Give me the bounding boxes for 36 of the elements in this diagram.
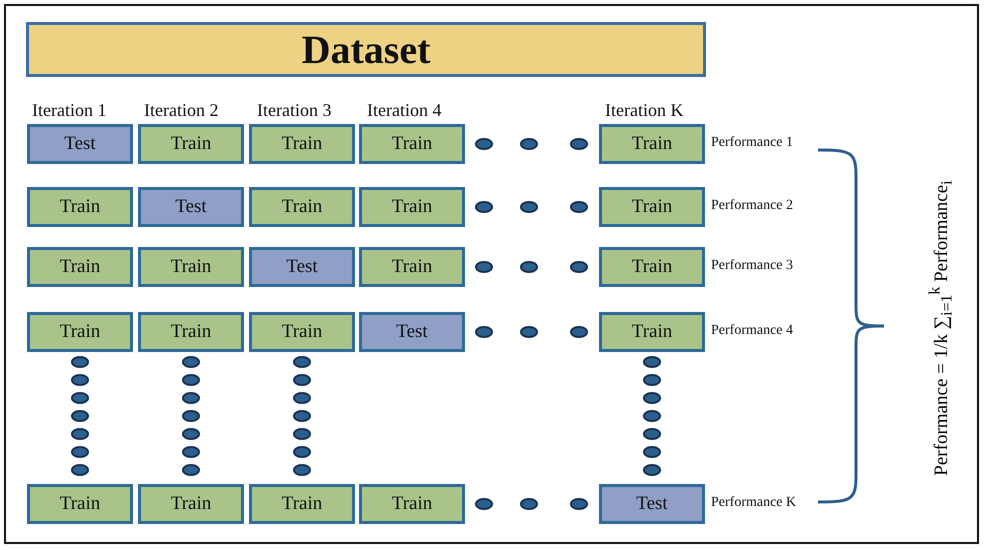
test-fold-box: Test bbox=[27, 124, 133, 164]
test-fold-box: Test bbox=[359, 312, 465, 352]
train-fold-box: Train bbox=[599, 247, 705, 287]
train-fold-box: Train bbox=[599, 124, 705, 164]
train-fold-box: Train bbox=[138, 124, 244, 164]
train-fold-box: Train bbox=[359, 187, 465, 227]
test-fold-box: Test bbox=[599, 484, 705, 524]
train-fold-box: Train bbox=[27, 484, 133, 524]
iteration-heading: Iteration 3 bbox=[257, 100, 332, 121]
test-fold-box: Test bbox=[138, 187, 244, 227]
performance-label: Performance 3 bbox=[711, 258, 794, 274]
iteration-heading: Iteration 4 bbox=[367, 100, 442, 121]
train-fold-box: Train bbox=[138, 312, 244, 352]
train-fold-box: Train bbox=[599, 312, 705, 352]
performance-label: Performance 1 bbox=[711, 135, 794, 151]
train-fold-box: Train bbox=[249, 124, 355, 164]
train-fold-box: Train bbox=[138, 484, 244, 524]
performance-label: Performance 2 bbox=[711, 198, 794, 214]
iteration-heading: Iteration 1 bbox=[32, 100, 106, 121]
train-fold-box: Train bbox=[249, 484, 355, 524]
train-fold-box: Train bbox=[359, 247, 465, 287]
performance-label: Performance K bbox=[711, 495, 796, 511]
train-fold-box: Train bbox=[599, 187, 705, 227]
train-fold-box: Train bbox=[27, 247, 133, 287]
train-fold-box: Train bbox=[27, 187, 133, 227]
train-fold-box: Train bbox=[249, 187, 355, 227]
test-fold-box: Test bbox=[249, 247, 355, 287]
train-fold-box: Train bbox=[27, 312, 133, 352]
train-fold-box: Train bbox=[359, 484, 465, 524]
iteration-heading: Iteration 2 bbox=[144, 100, 218, 121]
performance-label: Performance 4 bbox=[711, 323, 794, 339]
train-fold-box: Train bbox=[249, 312, 355, 352]
train-fold-box: Train bbox=[138, 247, 244, 287]
dataset-bar: Dataset bbox=[26, 22, 706, 77]
iteration-heading: Iteration K bbox=[605, 100, 684, 121]
train-fold-box: Train bbox=[359, 124, 465, 164]
